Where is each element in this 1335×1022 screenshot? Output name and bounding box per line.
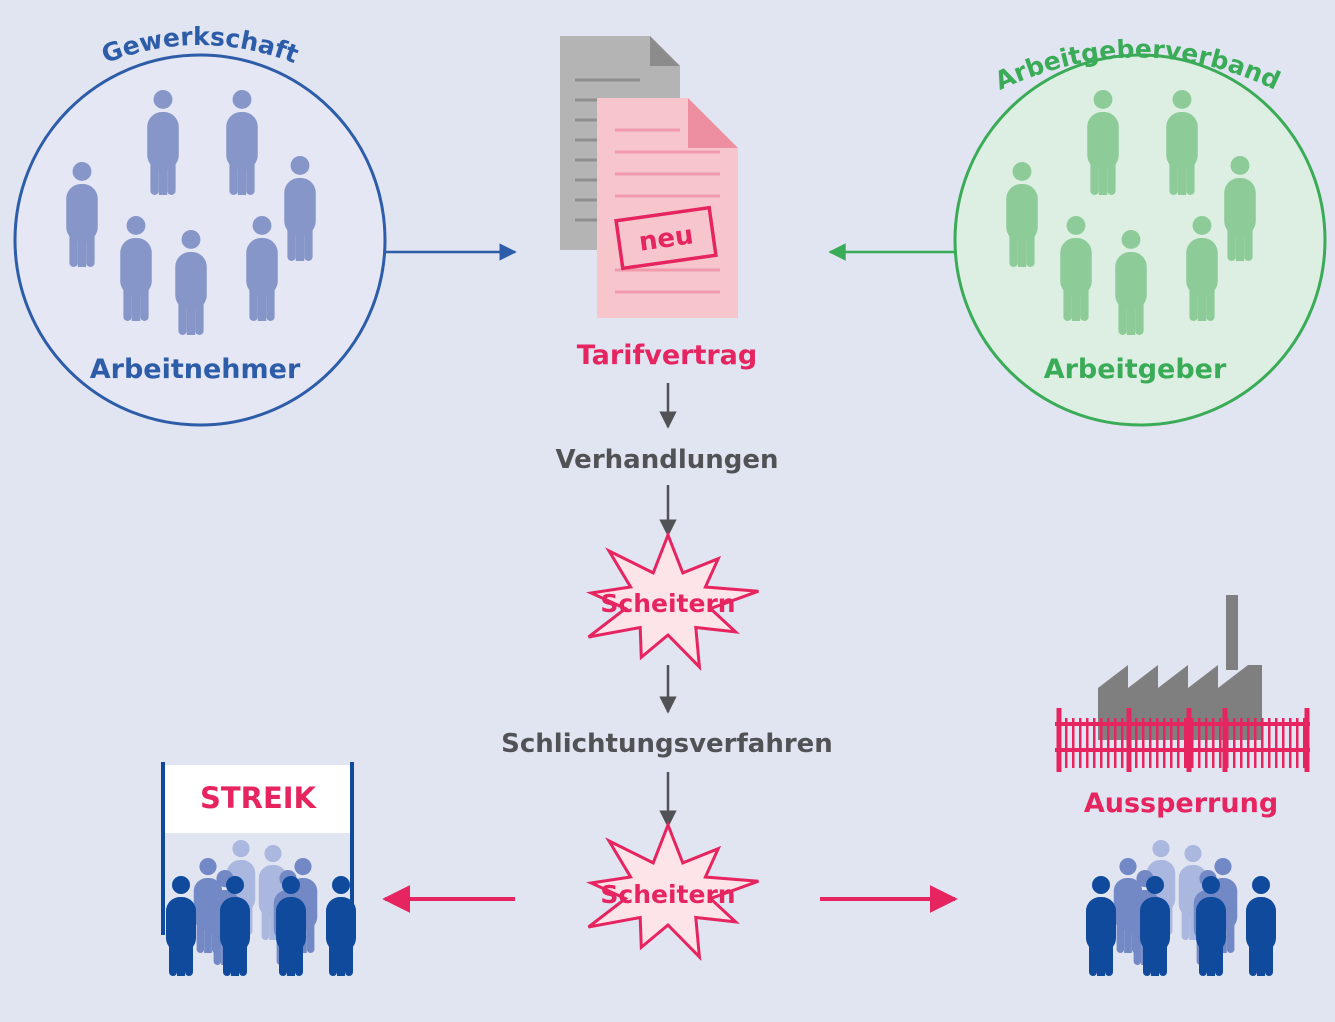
contract-label: Tarifvertrag [577,340,757,371]
burst-shape [585,820,759,961]
person-icon [1166,90,1198,195]
person-icon [246,216,278,321]
person-icon [1086,876,1116,976]
crowd-icon [166,840,356,976]
lockout-label: Aussperrung [1084,788,1278,819]
fence-icon [1055,708,1310,772]
person-icon [226,90,258,195]
person-icon [284,156,316,261]
person-icon [1196,876,1226,976]
person-icon [120,216,152,321]
person-icon [326,876,356,976]
new-document-fold [688,98,738,148]
person-icon [1246,876,1276,976]
union-label: Arbeitnehmer [90,354,301,385]
person-icon [1186,216,1218,321]
arbitration-label: Schlichtungsverfahren [501,729,833,759]
person-icon [220,876,250,976]
person-icon [147,90,179,195]
person-icon [1087,90,1119,195]
strike-banner-text: STREIK [200,781,318,815]
person-icon [166,876,196,976]
person-icon [1060,216,1092,321]
person-icon [1115,230,1147,335]
document-icon: neu [560,36,738,318]
negotiation-label: Verhandlungen [555,445,778,475]
crowd-icon [1086,840,1276,976]
person-icon [1140,876,1170,976]
strike-group: STREIK [161,762,356,976]
employer-label: Arbeitgeber [1044,354,1227,385]
people-group-icon [66,90,316,335]
union-group: Gewerkschaft Arbeitnehmer [13,22,387,427]
person-icon [66,162,98,267]
old-document-fold [650,36,680,66]
people-group-icon [1006,90,1256,335]
failure-burst-2: Scheitern [585,820,759,961]
person-icon [175,230,207,335]
factory-chimney [1226,595,1238,670]
person-icon [1224,156,1256,261]
failure-label-1: Scheitern [600,589,735,618]
person-icon [1006,162,1038,267]
strike-banner [165,765,350,833]
failure-label-2: Scheitern [600,880,735,909]
failure-burst-1: Scheitern [585,530,759,671]
lockout-group: Aussperrung [1055,595,1310,976]
burst-shape [585,530,759,671]
new-document-lines [615,128,720,294]
person-icon [276,876,306,976]
